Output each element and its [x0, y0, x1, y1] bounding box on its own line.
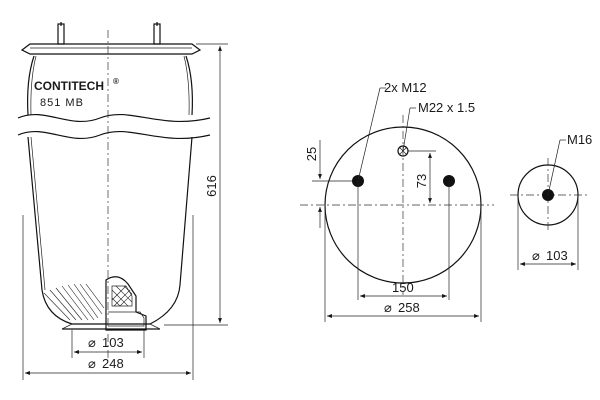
stud-spacing-value: 150 [392, 280, 414, 295]
studs-leader [357, 87, 381, 182]
top-studs [57, 22, 161, 45]
body-diameter-value: 248 [102, 356, 124, 371]
body-diameter-symbol: ⌀ [88, 356, 96, 371]
break-lines [17, 113, 211, 140]
svg-text:®: ® [113, 77, 119, 86]
inlet-callout: M22 x 1.5 [418, 100, 475, 115]
piston-section [105, 276, 147, 331]
body-diameter-dimension: ⌀ 248 [22, 215, 194, 380]
bottom-view: M16 ⌀ 103 [510, 132, 592, 270]
height-dimension: 616 [164, 43, 228, 326]
stud-spacing-dimension: 150 [360, 280, 447, 298]
height-value: 616 [204, 175, 219, 197]
svg-text:851 MB: 851 MB [40, 97, 84, 109]
bellows-body [27, 55, 193, 330]
bottom-plate-diameter-symbol: ⌀ [532, 248, 540, 263]
top-view: 2x M12 M22 x 1.5 150 ⌀ 258 73 25 [300, 80, 494, 322]
bore-diameter-symbol: ⌀ [88, 335, 96, 350]
bottom-thread-callout: M16 [567, 132, 592, 147]
bore-value: 103 [102, 335, 124, 350]
stud-offset-value: 25 [304, 147, 319, 161]
plate-diameter-value: 258 [398, 300, 420, 315]
plate-diameter-symbol: ⌀ [384, 300, 392, 315]
bore-dimension: ⌀ 103 [71, 330, 145, 358]
svg-text:CONTITECH: CONTITECH [34, 79, 104, 93]
top-plate [20, 43, 202, 55]
bottom-thread-leader [547, 139, 561, 196]
inlet-offset-dimension: 73 [408, 150, 436, 203]
stud-offset-dimension: 25 [304, 140, 352, 228]
inlet-leader [402, 107, 411, 152]
studs-callout: 2x M12 [384, 80, 427, 95]
bellow-folds [43, 283, 105, 321]
side-view: CONTITECH ® 851 MB 616 ⌀ 103 ⌀ 248 [17, 22, 228, 380]
contitech-logo: CONTITECH ® 851 MB [34, 77, 119, 109]
plate-diameter-dimension: ⌀ 258 [324, 205, 482, 322]
bottom-plate-diameter-value: 103 [546, 248, 568, 263]
inlet-offset-value: 73 [414, 174, 429, 188]
